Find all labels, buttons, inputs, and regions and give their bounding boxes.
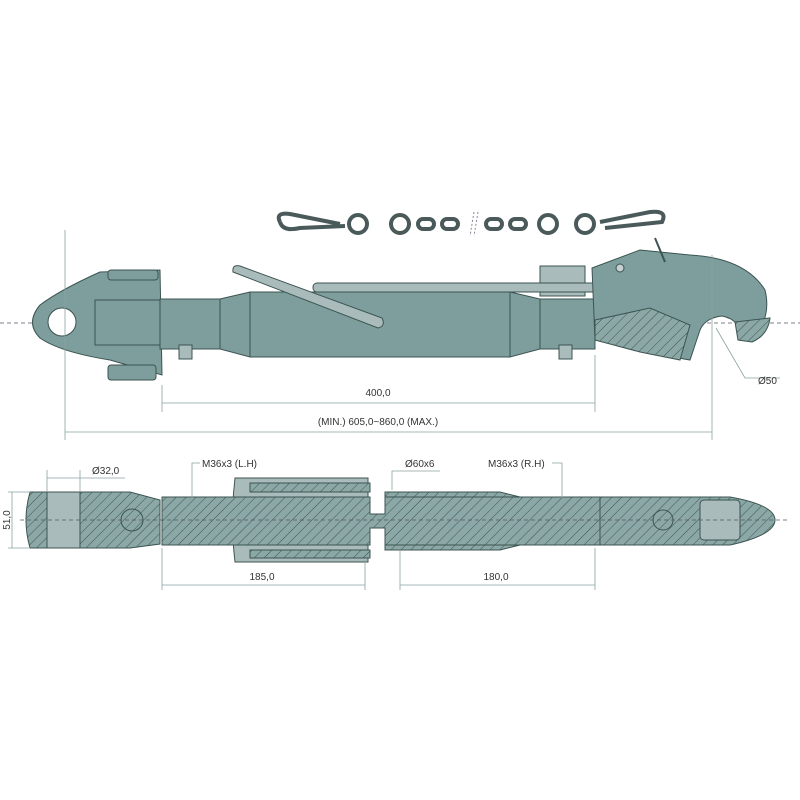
handle-lever[interactable] xyxy=(232,265,384,329)
right-walls xyxy=(384,491,521,551)
section-view: 51,0 Ø32,0 M36x3 (L.H) Ø60x6 M36x3 (R.H)… xyxy=(2,459,790,590)
right-end-section xyxy=(599,496,776,546)
tube-size: Ø60x6 xyxy=(405,459,435,470)
latch-pin xyxy=(654,237,666,263)
right-cone xyxy=(509,291,541,358)
sleeve-walls xyxy=(249,482,371,559)
thread-right: M36x3 (R.H) xyxy=(488,459,545,470)
lock-nut-left xyxy=(178,344,193,360)
dimension-height: 51,0 xyxy=(2,510,13,530)
right-spindle xyxy=(539,298,596,350)
left-cone xyxy=(219,291,251,358)
dimension-hole: Ø32,0 xyxy=(92,466,120,477)
dimension-400: 400,0 xyxy=(365,388,390,399)
eye-hole xyxy=(47,307,77,337)
dimension-hook-diameter: Ø50 xyxy=(758,376,777,387)
clevis-cap-top xyxy=(107,269,159,281)
lock-nut-right xyxy=(558,344,573,360)
hook-pin xyxy=(615,263,625,273)
dimension-180: 180,0 xyxy=(483,572,508,583)
dimension-length: (MIN.) 605,0~860,0 (MAX.) xyxy=(318,417,438,428)
top-view: 400,0 (MIN.) 605,0~860,0 (MAX.) Ø50 xyxy=(0,209,800,440)
safety-chain xyxy=(276,209,666,237)
thread-left: M36x3 (L.H) xyxy=(202,459,257,470)
dimension-185: 185,0 xyxy=(249,572,274,583)
right-ball xyxy=(652,509,674,531)
ball-joint xyxy=(94,299,161,346)
left-spindle xyxy=(159,298,221,350)
hook-section xyxy=(594,307,691,361)
clevis-cap-bottom xyxy=(107,364,157,381)
hook-tip-section xyxy=(734,317,771,343)
spindle-section xyxy=(161,496,601,546)
release-rod[interactable] xyxy=(312,282,619,293)
